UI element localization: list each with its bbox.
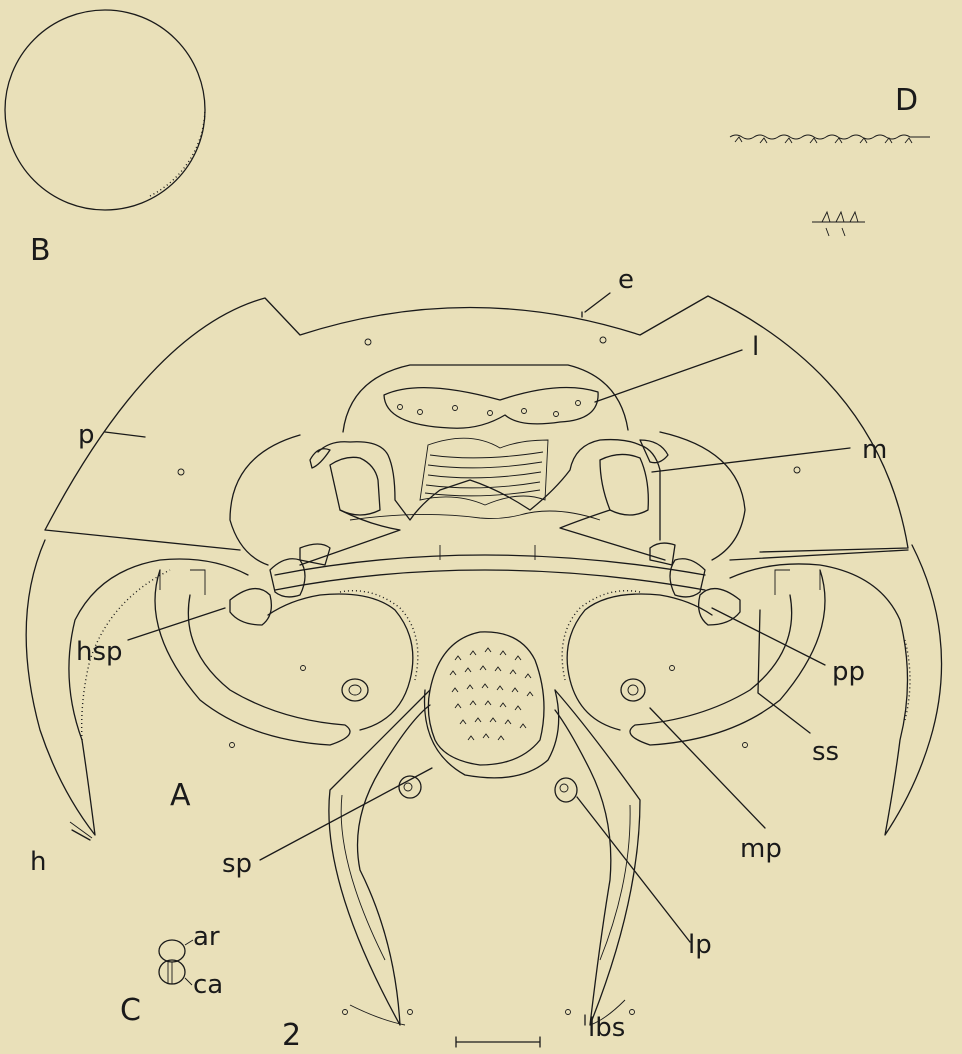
figure-number: 2 bbox=[282, 1018, 301, 1049]
panel-a-drawing bbox=[26, 296, 941, 1025]
spinule-field bbox=[450, 648, 533, 740]
label-l: l bbox=[752, 332, 759, 362]
leader-lines bbox=[72, 293, 850, 1025]
label-ss: ss bbox=[812, 737, 839, 767]
panel-b-drawing bbox=[5, 10, 205, 210]
panel-a-label: A bbox=[170, 778, 191, 813]
panel-c-drawing bbox=[159, 940, 193, 985]
label-ar: ar bbox=[193, 922, 220, 952]
label-sp: sp bbox=[222, 849, 252, 879]
label-mp: mp bbox=[740, 834, 782, 864]
panel-b-label: B bbox=[30, 233, 51, 268]
label-h: h bbox=[30, 847, 46, 877]
label-pp: pp bbox=[832, 657, 865, 687]
panel-d-label: D bbox=[895, 83, 918, 118]
panel-d-drawing bbox=[730, 135, 930, 236]
label-m: m bbox=[862, 435, 887, 465]
label-group: B D A C 2 e l p m hsp pp ss mp h sp lp a… bbox=[30, 83, 918, 1049]
label-lp: lp bbox=[688, 930, 712, 960]
label-e: e bbox=[618, 265, 634, 295]
label-hsp: hsp bbox=[76, 637, 123, 667]
panel-c-label: C bbox=[120, 993, 141, 1028]
label-ca: ca bbox=[193, 970, 223, 1000]
label-lbs: lbs bbox=[588, 1013, 625, 1043]
scale-bar bbox=[456, 1037, 540, 1047]
label-p: p bbox=[78, 420, 95, 450]
